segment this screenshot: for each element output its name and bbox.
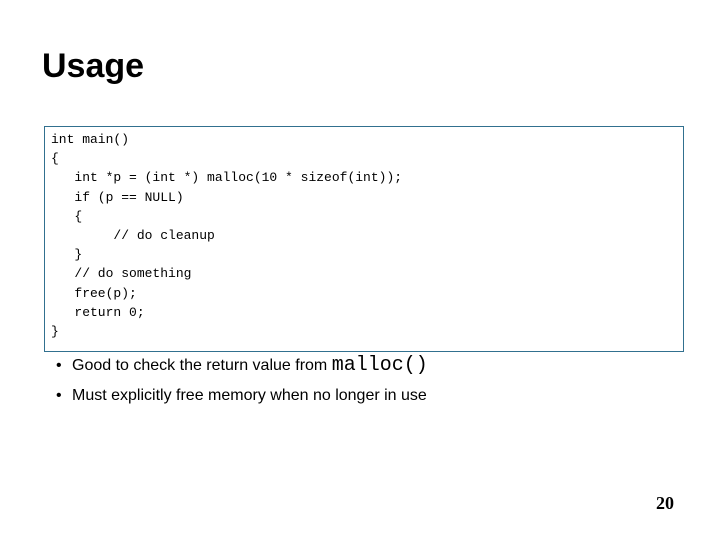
bullet-text-plain: Must explicitly free memory when no long… (72, 387, 427, 404)
code-line: } (51, 247, 83, 263)
code-line: if (p == NULL) (51, 189, 184, 205)
bullet-marker: • (56, 387, 62, 404)
code-line: free(p); (51, 285, 137, 301)
code-line: } (51, 324, 59, 340)
code-line: // do something (51, 266, 192, 282)
code-line: return 0; (51, 304, 145, 320)
page-number: 20 (656, 493, 674, 513)
code-box: int main() { int *p = (int *) malloc(10 … (44, 126, 684, 352)
code-line: { (51, 208, 83, 224)
bullet-list: • Good to check the return value from ma… (42, 356, 642, 416)
slide-title: Usage (42, 47, 145, 85)
bullet-text-plain: Good to check the return value from (72, 357, 332, 374)
code-line: // do cleanup (51, 228, 215, 244)
bullet-item: • Good to check the return value from ma… (42, 356, 642, 376)
bullet-text: Good to check the return value from mall… (72, 356, 428, 376)
bullet-marker: • (56, 357, 62, 374)
bullet-item: • Must explicitly free memory when no lo… (42, 386, 642, 406)
bullet-text: Must explicitly free memory when no long… (72, 386, 427, 406)
code-line: int main() (51, 132, 130, 147)
code-line: int *p = (int *) malloc(10 * sizeof(int)… (51, 170, 403, 186)
code-line: { (51, 151, 59, 167)
bullet-inline-code: malloc() (331, 354, 428, 377)
